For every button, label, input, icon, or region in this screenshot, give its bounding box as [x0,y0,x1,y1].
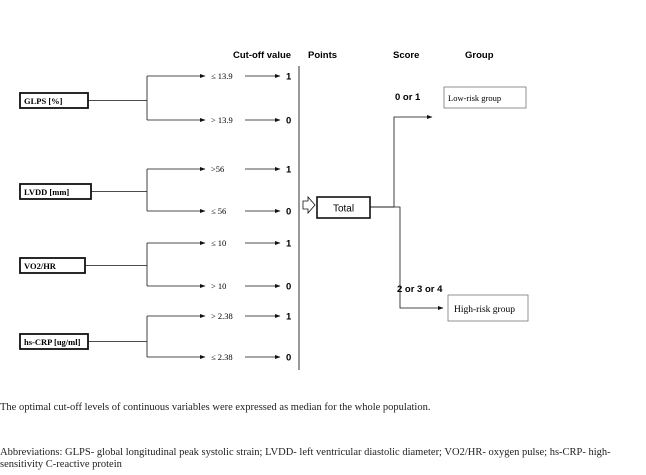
caption-abbreviations: Abbreviations: GLPS- global longitudinal… [0,447,611,470]
variable-vo2-hr: VO2/HR ≤ 10 1 > 10 0 [19,238,292,293]
variable-hs-crp-ug-ml: hs-CRP [ug/ml] > 2.38 1 ≤ 2.38 0 [19,311,292,364]
variable-label: VO2/HR [24,261,57,271]
variable-lvdd-mm: LVDD [mm] >56 1 ≤ 56 0 [19,164,292,218]
low-risk-group-box: Low-risk group [443,86,527,109]
cutoff-value-upper: > 2.38 [211,311,233,321]
cutoff-value-upper: >56 [211,164,224,174]
header-points: Points [308,50,337,61]
total-node: Total [316,196,371,219]
header-group: Group [465,50,494,61]
high-risk-group-label: High-risk group [454,305,515,315]
scoring-flow-diagram: Cut-off value Points Score Group GLPS [%… [19,50,529,370]
point-value-upper: 1 [286,239,292,250]
point-value-upper: 1 [286,312,292,323]
variable-label: GLPS [%] [24,96,63,106]
score-high: 2 or 3 or 4 [397,284,443,295]
cutoff-value-lower: ≤ 2.38 [211,352,233,362]
point-value-lower: 0 [286,207,291,218]
point-value-lower: 0 [286,116,291,127]
header-cutoff-value: Cut-off value [233,50,291,61]
connector-high-risk [370,206,444,310]
header-score: Score [393,50,419,61]
low-risk-group-label: Low-risk group [448,93,501,103]
total-input-arrow-icon [302,195,316,215]
caption-note: The optimal cut-off levels of continuous… [0,402,431,413]
cutoff-value-upper: ≤ 13.9 [211,71,233,81]
point-value-lower: 0 [286,282,291,293]
point-value-lower: 0 [286,353,291,364]
total-label: Total [333,204,354,215]
variable-label: hs-CRP [ug/ml] [24,337,81,347]
connector-low-risk [370,115,433,208]
point-value-upper: 1 [286,72,292,83]
variable-glps: GLPS [%] ≤ 13.9 1 > 13.9 0 [19,71,292,127]
score-low: 0 or 1 [395,92,421,103]
high-risk-group-box: High-risk group [447,294,529,322]
point-value-upper: 1 [286,165,292,176]
cutoff-value-lower: > 10 [211,281,226,291]
cutoff-value-lower: ≤ 56 [211,206,226,216]
cutoff-value-upper: ≤ 10 [211,238,226,248]
cutoff-value-lower: > 13.9 [211,115,233,125]
variable-label: LVDD [mm] [24,187,69,197]
